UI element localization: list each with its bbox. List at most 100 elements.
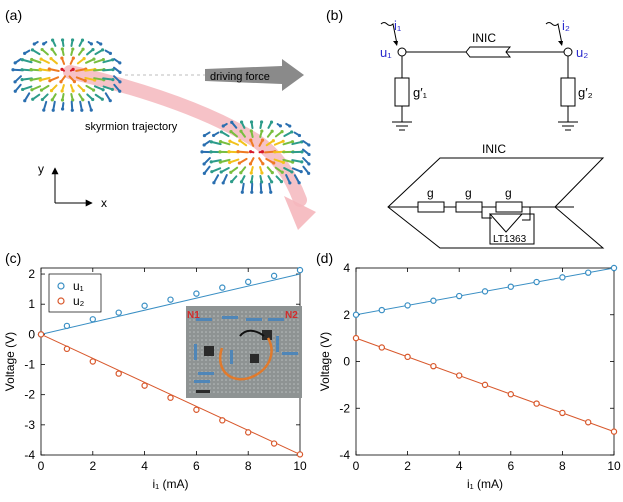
data-point-series-1 [141, 302, 148, 309]
board-hole [257, 383, 259, 385]
board-hole [261, 347, 263, 349]
board-hole [261, 375, 263, 377]
board-hole [197, 311, 199, 313]
spin-arrow [39, 68, 51, 72]
board-hole [205, 335, 207, 337]
board-hole [213, 335, 215, 337]
spin-head [202, 133, 207, 138]
spin-head [272, 161, 276, 165]
board-hole [253, 363, 255, 365]
board-hole [213, 319, 215, 321]
spin-arrow [30, 77, 42, 81]
y-tick-label: -2 [339, 401, 350, 415]
board-hole [221, 343, 223, 345]
board-hole [221, 375, 223, 377]
board-hole [269, 375, 271, 377]
board-hole [257, 315, 259, 317]
spin-head [290, 140, 295, 144]
board-hole [277, 367, 279, 369]
board-hole [221, 371, 223, 373]
board-hole [213, 339, 215, 341]
board-hole [213, 315, 215, 317]
board-hole [241, 343, 243, 345]
spin-head [290, 170, 294, 174]
data-point-series-2 [270, 440, 278, 447]
data-point-series-1 [244, 278, 252, 286]
board-hole [237, 347, 239, 349]
board-hole [205, 359, 207, 361]
board-hole [189, 327, 191, 329]
spin-head [91, 97, 95, 102]
spin-head [101, 57, 105, 62]
y-tick-label: -4 [24, 448, 35, 462]
data-point-series-1 [430, 297, 437, 304]
spin-head [118, 89, 122, 93]
spin-head [211, 133, 216, 138]
board-hole [197, 339, 199, 341]
board-hole [233, 323, 235, 325]
board-hole [253, 339, 255, 341]
spin-head [269, 190, 273, 194]
board-hole [201, 327, 203, 329]
board-hole [281, 383, 283, 385]
data-point-series-2 [141, 382, 148, 389]
board-hole [261, 359, 263, 361]
board-hole [277, 391, 279, 393]
spin-head [281, 160, 285, 165]
board-hole [241, 367, 243, 369]
board-hole [269, 391, 271, 393]
x-tick-label: 0 [38, 459, 45, 473]
board-hole [281, 371, 283, 373]
data-point-series-1 [533, 278, 540, 286]
spin-head [239, 129, 243, 133]
spin-head [249, 150, 253, 154]
board-hole [241, 339, 243, 341]
board-hole [269, 311, 271, 313]
x-tick-label: 2 [404, 459, 411, 473]
label-g2: g′₂ [578, 85, 593, 100]
board-hole [269, 371, 271, 373]
board-hole [217, 331, 219, 333]
board-hole [225, 379, 227, 381]
data-point-series-1 [193, 290, 200, 297]
y-tick-label: -3 [24, 418, 35, 432]
spin-head [228, 160, 232, 165]
spin-head [101, 88, 105, 92]
label-g1: g′₁ [413, 85, 428, 100]
spin-arrow [291, 159, 303, 163]
board-hole [233, 359, 235, 361]
board-hole [281, 375, 283, 377]
board-hole [217, 351, 219, 353]
spin-head [288, 181, 292, 185]
board-hole [241, 371, 243, 373]
panel-a: (a) driving force skyrmion trajectory y … [5, 7, 316, 230]
board-hole [253, 371, 255, 373]
board-hole [245, 311, 247, 313]
board-hole [209, 387, 211, 389]
spin-head [31, 97, 35, 101]
spin-head [50, 47, 54, 51]
board-hole [225, 387, 227, 389]
spin-head [30, 88, 34, 92]
spin-head [260, 129, 264, 133]
board-hole [201, 323, 203, 325]
board-hole [189, 323, 191, 325]
board-hole [253, 387, 255, 389]
spin-head [59, 80, 63, 84]
data-point-series-1 [585, 269, 592, 276]
x-tick-label: 6 [193, 459, 200, 473]
board-hole [209, 331, 211, 333]
board-hole [201, 311, 203, 313]
board-hole [249, 379, 251, 381]
board-hole [189, 383, 191, 385]
board-hole [293, 319, 295, 321]
board-hole [217, 339, 219, 341]
opamp-box [489, 213, 535, 245]
board-hole [233, 343, 235, 345]
board-hole [293, 375, 295, 377]
spin-head [229, 129, 233, 134]
board-hole [253, 391, 255, 393]
board-hole [217, 343, 219, 345]
board-hole [273, 359, 275, 361]
spin-head [60, 107, 65, 111]
